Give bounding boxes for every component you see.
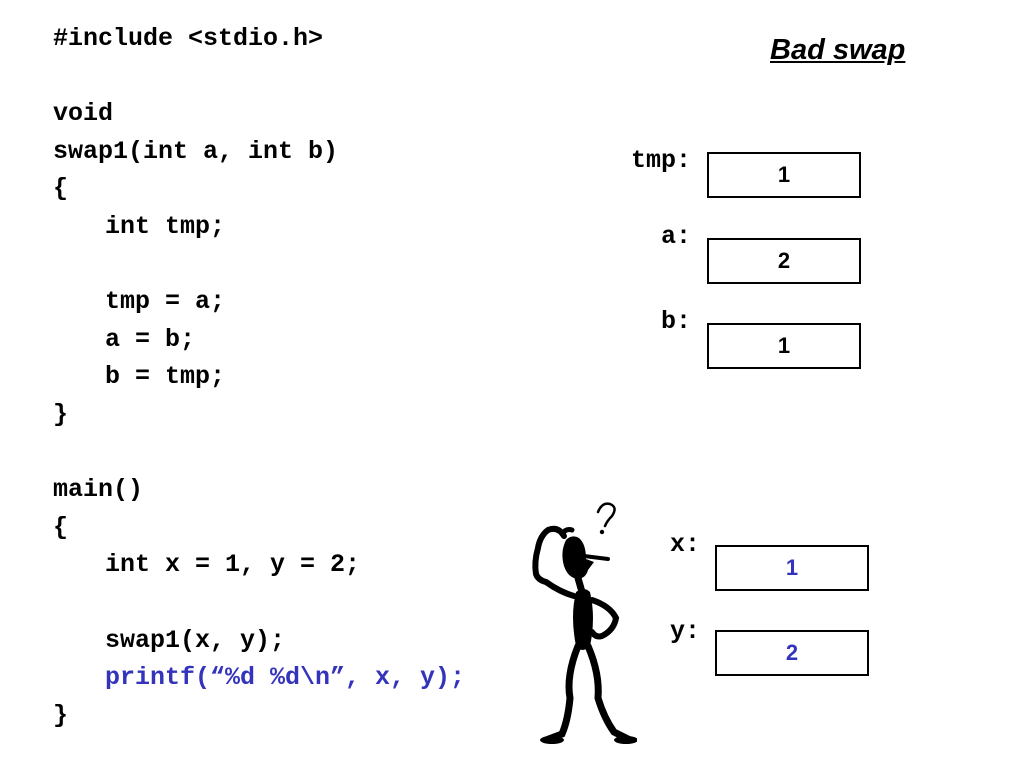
code-line-close-brace: } — [53, 399, 69, 429]
code-line-void: void — [53, 99, 114, 129]
code-line-swap1-call: swap1(x, y); — [105, 625, 286, 655]
code-line-a-assign: a = b; — [105, 324, 196, 354]
code-line-b-assign: b = tmp; — [105, 362, 226, 392]
var-label-a: a: — [660, 222, 691, 251]
slide-title: Bad swap — [770, 34, 906, 66]
code-line-blank — [53, 58, 465, 96]
var-label-tmp: tmp: — [630, 146, 691, 175]
var-box-b: 1 — [707, 323, 861, 369]
confused-stick-figure-icon — [532, 502, 637, 744]
code-line-blank — [53, 434, 465, 472]
code-line-close-brace: } — [53, 700, 69, 730]
var-box-a: 2 — [707, 238, 861, 284]
code-line-main: main() — [53, 475, 144, 505]
code-line-printf-highlighted: printf(“%d %d\n”, x, y); — [105, 663, 466, 693]
code-line-blank — [53, 246, 465, 284]
var-label-y: y: — [669, 617, 700, 646]
var-label-b: b: — [660, 307, 691, 336]
code-line-decl-tmp: int tmp; — [105, 211, 226, 241]
code-line-blank — [53, 584, 465, 622]
code-line-tmp-assign: tmp = a; — [105, 287, 226, 317]
code-line-swap1-signature: swap1(int a, int b) — [53, 136, 339, 166]
code-listing: #include <stdio.h> void swap1(int a, int b… — [53, 20, 465, 734]
var-box-x: 1 — [715, 545, 869, 591]
code-line-open-brace: { — [53, 174, 69, 204]
question-mark-icon — [596, 502, 616, 528]
code-line-open-brace: { — [53, 512, 69, 542]
var-label-x: x: — [669, 530, 700, 559]
code-line-include: #include <stdio.h> — [53, 24, 324, 53]
code-line-decl-xy: int x = 1, y = 2; — [105, 550, 361, 580]
var-box-tmp: 1 — [707, 152, 861, 198]
var-box-y: 2 — [715, 630, 869, 676]
